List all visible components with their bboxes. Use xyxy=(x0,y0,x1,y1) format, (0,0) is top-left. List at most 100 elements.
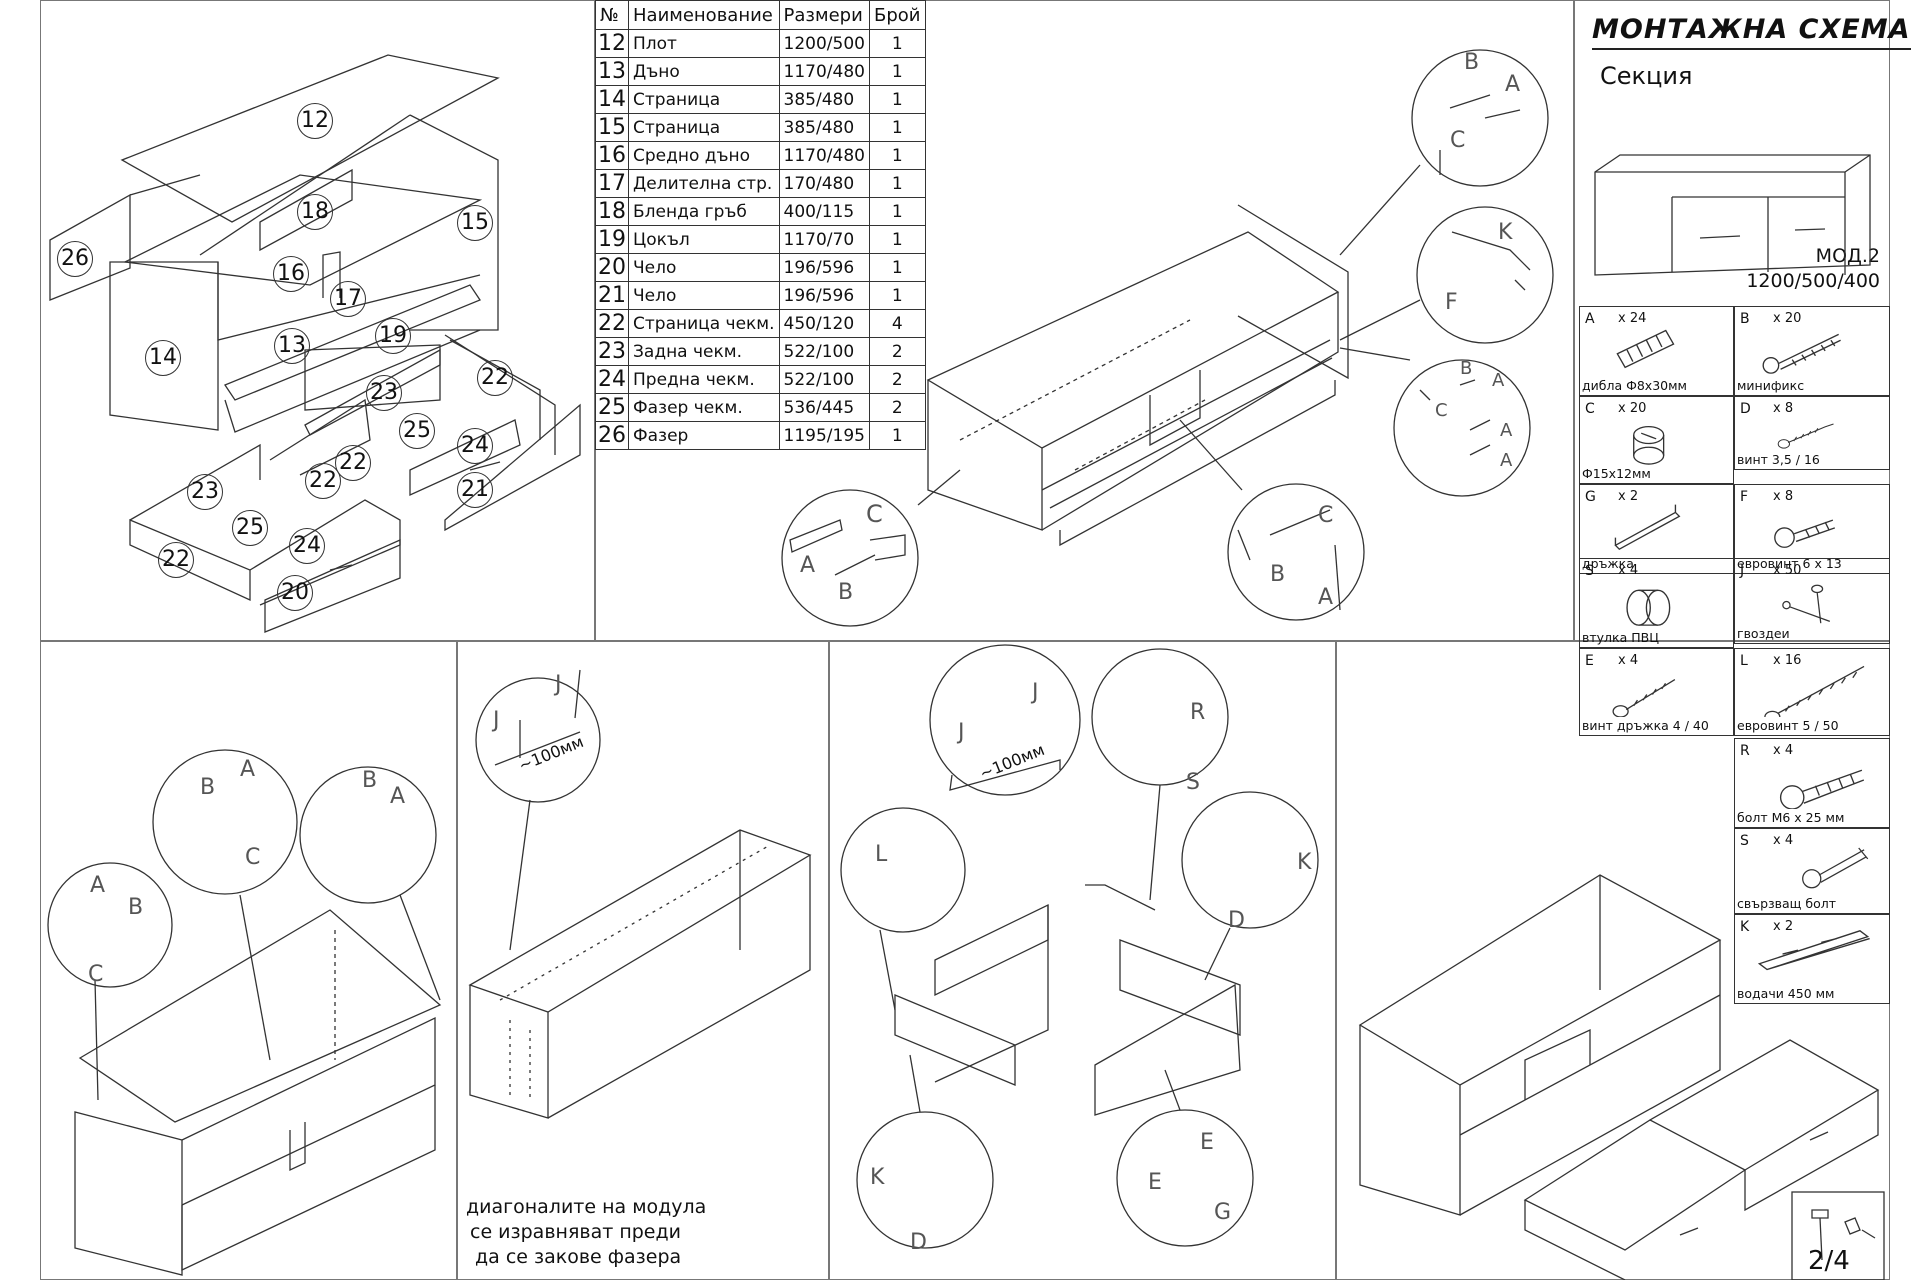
hardware-name: минификс xyxy=(1737,378,1805,393)
back-panel-nailing-drawing xyxy=(468,669,812,1119)
cell-name: Страница чекм. xyxy=(628,309,780,338)
finished-cabinet-drawing xyxy=(1358,874,1880,1280)
detail-letter: B xyxy=(838,580,854,605)
hammer-icon xyxy=(1791,1191,1885,1280)
hardware-name: дибла Ф8х30мм xyxy=(1582,378,1687,393)
hardware-code: R xyxy=(1740,743,1750,759)
detail-letter: G xyxy=(1214,1200,1232,1225)
cell-name: Предна чекм. xyxy=(628,365,780,394)
cell-no: 15 xyxy=(595,113,629,142)
page-subtitle: Секция xyxy=(1600,62,1693,90)
hardware-qty: x 2 xyxy=(1618,489,1639,504)
long-euro-screw-icon xyxy=(1764,665,1865,717)
cell-name: Фазер чекм. xyxy=(628,393,780,422)
detail-letter: J xyxy=(1032,680,1039,705)
part-number-callout: 17 xyxy=(330,281,366,317)
detail-letter: L xyxy=(875,842,888,867)
cell-no: 26 xyxy=(595,421,629,450)
detail-letter: K xyxy=(870,1165,885,1190)
hardware-name: евровинт 6 х 13 xyxy=(1737,556,1842,571)
header-no: № xyxy=(595,0,629,30)
hardware-code: E xyxy=(1585,653,1594,669)
model-info: МОД.2 1200/500/400 xyxy=(1735,244,1880,294)
detail-letter: J xyxy=(555,672,562,697)
cell-qty: 1 xyxy=(869,169,926,198)
part-number-callout: 20 xyxy=(277,575,313,611)
handle-screw-icon xyxy=(1612,679,1676,717)
detail-letter: A xyxy=(390,784,406,809)
part-number-callout: 21 xyxy=(457,472,493,508)
cell-qty: 1 xyxy=(869,57,926,86)
cell-name: Бленда гръб xyxy=(628,197,780,226)
detail-letter: A xyxy=(1500,420,1513,441)
bolt-icon xyxy=(1779,769,1865,809)
cell-size: 536/445 xyxy=(778,393,871,422)
part-number-callout: 24 xyxy=(289,528,325,564)
detail-letter: A xyxy=(1500,450,1513,471)
hardware-qty: x 24 xyxy=(1618,311,1647,326)
cell-size: 385/480 xyxy=(778,85,871,114)
cell-name: Страница xyxy=(628,113,780,142)
page-number: 2/4 xyxy=(1808,1246,1850,1276)
detail-letter: A xyxy=(800,553,816,578)
hardware-name: водачи 450 мм xyxy=(1737,986,1835,1001)
cell-no: 16 xyxy=(595,141,629,170)
detail-letter: E xyxy=(1148,1170,1162,1195)
part-number-callout: 14 xyxy=(145,340,181,376)
drawer-assembly-drawing xyxy=(840,644,1319,1249)
detail-letter: B xyxy=(1460,358,1473,379)
cam-lock-icon xyxy=(1633,425,1665,465)
hardware-qty: x 20 xyxy=(1618,401,1647,416)
cell-no: 23 xyxy=(595,337,629,366)
cell-size: 1170/70 xyxy=(778,225,871,254)
cell-size: 196/596 xyxy=(778,253,871,282)
hardware-name: втулка ПВЦ xyxy=(1582,630,1659,645)
part-number-callout: 19 xyxy=(375,318,411,354)
detail-letter: C xyxy=(1435,400,1448,421)
detail-letter: C xyxy=(245,845,261,870)
part-number-callout: 22 xyxy=(477,360,513,396)
detail-letter: J xyxy=(958,720,965,745)
note-line: се изравняват преди xyxy=(470,1221,681,1243)
cell-name: Плот xyxy=(628,29,780,58)
minifix-bolt-icon xyxy=(1762,333,1841,374)
detail-letter: F xyxy=(1445,290,1458,315)
part-number-callout: 15 xyxy=(457,205,493,241)
detail-circle xyxy=(1179,419,1365,621)
cell-no: 21 xyxy=(595,281,629,310)
part-number-callout: 23 xyxy=(366,375,402,411)
hardware-name: болт М6 х 25 мм xyxy=(1737,810,1845,825)
cell-name: Фазер xyxy=(628,421,780,450)
hardware-code: L xyxy=(1740,653,1748,669)
divider xyxy=(828,640,830,1280)
hardware-name: винт 3,5 / 16 xyxy=(1737,452,1820,467)
cell-no: 18 xyxy=(595,197,629,226)
hardware-qty: x 8 xyxy=(1773,489,1794,504)
divider xyxy=(40,640,1890,642)
header-size: Размери xyxy=(778,0,871,30)
part-number-callout: 12 xyxy=(297,103,333,139)
cabinet-top-assembly-drawing xyxy=(47,749,442,1276)
hardware-code: C xyxy=(1585,401,1595,417)
part-number-callout: 23 xyxy=(187,474,223,510)
part-number-callout: 22 xyxy=(335,445,371,481)
hardware-qty: x 20 xyxy=(1773,311,1802,326)
part-number-callout: 25 xyxy=(232,510,268,546)
divider xyxy=(1335,640,1337,1280)
cell-size: 522/100 xyxy=(778,365,871,394)
detail-letter: A xyxy=(240,757,256,782)
